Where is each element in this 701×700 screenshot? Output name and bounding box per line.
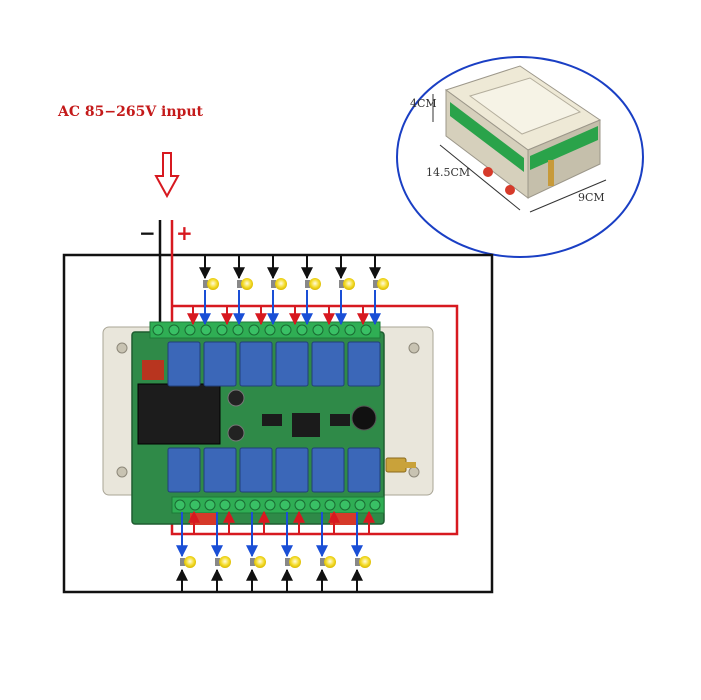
terminal-screw — [360, 324, 372, 336]
bottom-lamps — [180, 556, 371, 568]
terminal-screw — [328, 324, 340, 336]
bottom-terminals — [174, 499, 381, 592]
lamp-icon — [254, 556, 266, 568]
neutral-wire-loop — [62, 220, 494, 594]
minus-label: − — [139, 221, 156, 245]
lamp-icon — [219, 556, 231, 568]
module-enclosure-icon — [444, 65, 602, 200]
lamp-base — [203, 280, 208, 288]
buzzer — [351, 405, 377, 431]
lamp-base — [180, 558, 185, 566]
top-terminals — [152, 255, 381, 336]
lamp-base — [237, 280, 242, 288]
lamp-base — [355, 558, 360, 566]
fuse-component — [142, 360, 164, 380]
relay — [239, 341, 273, 387]
lamp-base — [305, 280, 310, 288]
lamp-icon — [207, 278, 219, 290]
terminal-screw — [234, 499, 246, 511]
lamp-icon — [309, 278, 321, 290]
terminal-screw — [232, 324, 244, 336]
relay — [311, 447, 345, 493]
terminal-screw — [249, 499, 261, 511]
terminal-screw — [174, 499, 186, 511]
relay — [311, 341, 345, 387]
terminal-screw — [309, 499, 321, 511]
lamp-icon — [324, 556, 336, 568]
terminal-screw — [296, 324, 308, 336]
terminal-screw — [339, 499, 351, 511]
terminal-screw — [219, 499, 231, 511]
microcontroller-chip — [292, 413, 320, 437]
lamp-base — [250, 558, 255, 566]
relay — [239, 447, 273, 493]
lamp-base — [373, 280, 378, 288]
terminal-screw — [324, 499, 336, 511]
height-dimension: 4CM — [410, 97, 437, 110]
capacitor — [227, 424, 245, 442]
plus-label: + — [176, 221, 193, 245]
lamp-icon — [343, 278, 355, 290]
terminal-screw — [280, 324, 292, 336]
top-lamps — [203, 278, 389, 290]
lamp-icon — [377, 278, 389, 290]
lamp-base — [271, 280, 276, 288]
lamp-icon — [275, 278, 287, 290]
lamp-base — [215, 558, 220, 566]
lamp-base — [339, 280, 344, 288]
lamp-base — [320, 558, 325, 566]
power-transformer — [137, 383, 221, 445]
width-dimension: 9CM — [578, 191, 605, 204]
lamp-icon — [241, 278, 253, 290]
terminal-screw — [344, 324, 356, 336]
relay-board — [131, 321, 416, 525]
terminal-screw — [168, 324, 180, 336]
terminal-screw — [184, 324, 196, 336]
capacitor — [227, 389, 245, 407]
lamp-icon — [359, 556, 371, 568]
terminal-screw — [200, 324, 212, 336]
relay — [347, 341, 381, 387]
terminal-screw — [264, 324, 276, 336]
terminal-screw — [264, 499, 276, 511]
module-dimensions-inset: 4CM 14.5CM 9CM — [396, 56, 644, 258]
terminal-screw — [189, 499, 201, 511]
length-dimension: 14.5CM — [426, 166, 470, 179]
lamp-icon — [289, 556, 301, 568]
relay — [167, 341, 201, 387]
lamp-icon — [184, 556, 196, 568]
relay — [203, 447, 237, 493]
relay — [275, 447, 309, 493]
terminal-screw — [204, 499, 216, 511]
down-arrow-icon — [154, 152, 180, 199]
lamp-base — [285, 558, 290, 566]
relay — [167, 447, 201, 493]
terminal-screw — [216, 324, 228, 336]
terminal-screw — [279, 499, 291, 511]
antenna-connector — [385, 457, 407, 473]
terminal-screw — [294, 499, 306, 511]
relay — [347, 447, 381, 493]
relay — [275, 341, 309, 387]
input-voltage-title: AC 85−265V input — [57, 104, 204, 120]
terminal-screw — [248, 324, 260, 336]
terminal-screw — [354, 499, 366, 511]
terminal-screw — [152, 324, 164, 336]
terminal-screw — [312, 324, 324, 336]
relay — [203, 341, 237, 387]
terminal-screw — [369, 499, 381, 511]
